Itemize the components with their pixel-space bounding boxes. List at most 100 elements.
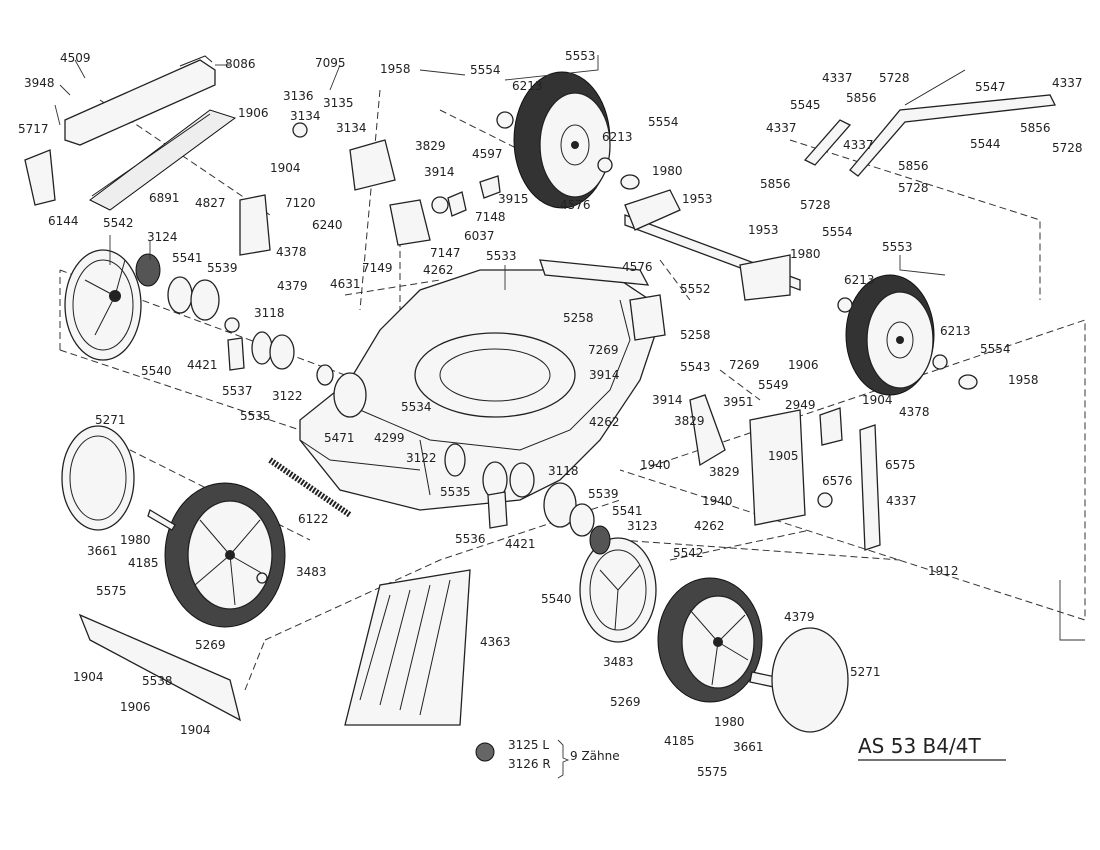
label-5535: 5535 <box>440 485 471 499</box>
label-7269: 7269 <box>729 358 760 372</box>
label-6213: 6213 <box>940 324 971 338</box>
label-4631: 4631 <box>330 277 361 291</box>
label-1953: 1953 <box>748 223 779 237</box>
belt-guard <box>64 55 216 146</box>
label-4378: 4378 <box>276 245 307 259</box>
label-3122: 3122 <box>406 451 437 465</box>
label-4421: 4421 <box>505 537 536 551</box>
label-5536: 5536 <box>455 532 486 546</box>
leader-lines <box>54 55 1085 641</box>
label-4363: 4363 <box>480 635 511 649</box>
label-3118: 3118 <box>548 464 579 478</box>
grass-shield <box>344 569 471 726</box>
label-4337: 4337 <box>843 138 874 152</box>
label-5541: 5541 <box>172 251 203 265</box>
label-3483: 3483 <box>603 655 634 669</box>
label-5269: 5269 <box>610 695 641 709</box>
label-5540: 5540 <box>541 592 572 606</box>
label-3915: 3915 <box>498 192 529 206</box>
label-5554: 5554 <box>470 63 501 77</box>
label-5728: 5728 <box>800 198 831 212</box>
label-4379: 4379 <box>784 610 815 624</box>
label-1906: 1906 <box>788 358 819 372</box>
label-4262: 4262 <box>589 415 620 429</box>
label-3134: 3134 <box>290 109 321 123</box>
label-7147: 7147 <box>430 246 461 260</box>
model-title: AS 53 B4/4T <box>858 734 981 758</box>
label-4299: 4299 <box>374 431 405 445</box>
label-4262: 4262 <box>694 519 725 533</box>
label-3134: 3134 <box>336 121 367 135</box>
label-4337: 4337 <box>822 71 853 85</box>
label-5542: 5542 <box>103 216 134 230</box>
label-1940: 1940 <box>702 494 733 508</box>
label-3135: 3135 <box>323 96 354 110</box>
label-3661: 3661 <box>733 740 764 754</box>
label-5269: 5269 <box>195 638 226 652</box>
label-5471: 5471 <box>324 431 355 445</box>
label-3829: 3829 <box>709 465 740 479</box>
label-1912: 1912 <box>928 564 959 578</box>
gearbox-parts <box>316 364 611 555</box>
axle <box>624 189 801 301</box>
label-1906: 1906 <box>120 700 151 714</box>
label-6576: 6576 <box>822 474 853 488</box>
label-5533: 5533 <box>486 249 517 263</box>
drive-belt <box>89 109 237 211</box>
label-4576: 4576 <box>622 260 653 274</box>
label-1980: 1980 <box>790 247 821 261</box>
label-5537: 5537 <box>222 384 253 398</box>
label-4185: 4185 <box>664 734 695 748</box>
label-5549: 5549 <box>758 378 789 392</box>
label-6891: 6891 <box>149 191 180 205</box>
label-3914: 3914 <box>424 165 455 179</box>
label-5258: 5258 <box>680 328 711 342</box>
label-5539: 5539 <box>588 487 619 501</box>
right-brackets <box>539 259 881 551</box>
label-5554: 5554 <box>980 342 1011 356</box>
label-5856: 5856 <box>760 177 791 191</box>
label-3914: 3914 <box>589 368 620 382</box>
label-5543: 5543 <box>680 360 711 374</box>
label-5538: 5538 <box>142 674 173 688</box>
label-3951: 3951 <box>723 395 754 409</box>
label-5542: 5542 <box>673 546 704 560</box>
label-3829: 3829 <box>415 139 446 153</box>
label-1904: 1904 <box>180 723 211 737</box>
label-4509: 4509 <box>60 51 91 65</box>
mower-deck <box>299 269 661 511</box>
label-3118: 3118 <box>254 306 285 320</box>
label-5552: 5552 <box>680 282 711 296</box>
label-5545: 5545 <box>790 98 821 112</box>
label-4576: 4576 <box>560 198 591 212</box>
label-5534: 5534 <box>401 400 432 414</box>
label-6213: 6213 <box>844 273 875 287</box>
cover-6144 <box>24 149 56 206</box>
label-1958: 1958 <box>380 62 411 76</box>
label-5554: 5554 <box>822 225 853 239</box>
label-3661: 3661 <box>87 544 118 558</box>
label-1904: 1904 <box>73 670 104 684</box>
label-3914: 3914 <box>652 393 683 407</box>
part-labels: 8086 4509 3948 5717 6144 6891 1906 1904 … <box>18 49 1083 779</box>
label-1905: 1905 <box>768 449 799 463</box>
note-part-right: 3126 R <box>508 757 551 771</box>
label-8086: 8086 <box>225 57 256 71</box>
label-1904: 1904 <box>270 161 301 175</box>
label-7095: 7095 <box>315 56 346 70</box>
label-6037: 6037 <box>464 229 495 243</box>
front-bumper <box>78 613 241 722</box>
label-3136: 3136 <box>283 89 314 103</box>
label-4185: 4185 <box>128 556 159 570</box>
label-5539: 5539 <box>207 261 238 275</box>
label-5856: 5856 <box>1020 121 1051 135</box>
label-1940: 1940 <box>640 458 671 472</box>
right-wheel <box>837 274 978 396</box>
gear-icon-note <box>475 742 495 762</box>
label-6240: 6240 <box>312 218 343 232</box>
label-5728: 5728 <box>879 71 910 85</box>
label-7120: 7120 <box>285 196 316 210</box>
label-5547: 5547 <box>975 80 1006 94</box>
label-5856: 5856 <box>898 159 929 173</box>
